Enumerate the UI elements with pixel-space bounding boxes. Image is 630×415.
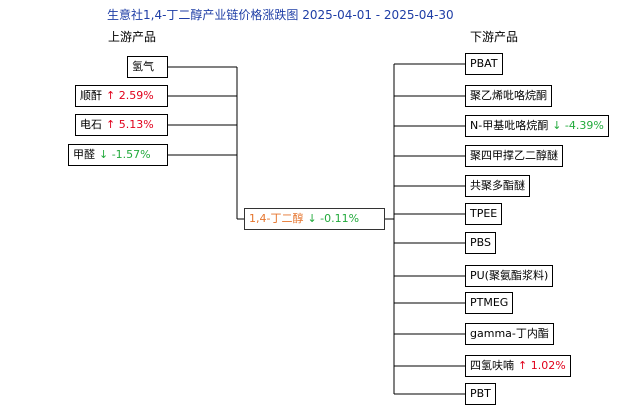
node-name: PU(聚氨酯浆料) [470,269,549,282]
node-name: 聚四甲撑乙二醇醚 [470,149,558,162]
node-name: 电石 [80,118,102,131]
downstream-node[interactable]: PBT [465,383,496,405]
node-name: 四氢呋喃 [470,359,514,372]
node-name: PBAT [470,57,498,70]
node-name: 聚乙烯吡咯烷酮 [470,89,547,102]
downstream-node[interactable]: PU(聚氨酯浆料) [465,265,554,287]
downstream-label: 下游产品 [470,30,519,44]
downstream-node[interactable]: 四氢呋喃 ↑ 1.02% [465,355,571,377]
node-name: PTMEG [470,296,509,309]
downstream-node[interactable]: 共聚多酯醚 [465,175,530,197]
node-name: 1,4-丁二醇 [249,212,304,225]
downstream-node[interactable]: N-甲基吡咯烷酮↓ -4.39% [465,115,609,137]
node-name: 甲醛 [73,148,95,161]
upstream-label: 上游产品 [108,30,157,44]
upstream-node[interactable]: 电石 ↑ 5.13% [75,114,168,136]
change-value: -0.11% [316,212,360,225]
change-value: -4.39% [561,119,604,132]
node-name: PBS [470,236,491,249]
node-name: 氢气 [132,60,154,73]
price-change: ↑ 5.13% [106,118,154,131]
node-name: 共聚多酯醚 [470,179,525,192]
node-name: 顺酐 [80,89,102,102]
downstream-node[interactable]: gamma-丁内酯 [465,323,554,345]
node-name: gamma-丁内酯 [470,327,549,340]
price-change: ↓ -0.11% [307,212,359,225]
arrow-up-icon: ↑ [106,89,116,102]
node-name: N-甲基吡咯烷酮 [470,119,549,132]
downstream-node[interactable]: PBAT [465,53,503,75]
chart-title: 生意社1,4-丁二醇产业链价格涨跌图 2025-04-01 - 2025-04-… [107,8,454,22]
arrow-down-icon: ↓ [307,212,317,225]
change-value: 2.59% [115,89,154,102]
price-change: ↓ -1.57% [99,148,151,161]
upstream-node[interactable]: 顺酐 ↑ 2.59% [75,85,168,107]
center-node[interactable]: 1,4-丁二醇↓ -0.11% [244,208,385,230]
arrow-up-icon: ↑ [518,359,528,372]
downstream-node[interactable]: 聚四甲撑乙二醇醚 [465,145,563,167]
change-value: -1.57% [108,148,151,161]
arrow-up-icon: ↑ [106,118,116,131]
arrow-down-icon: ↓ [99,148,109,161]
arrow-down-icon: ↓ [552,119,562,132]
downstream-node[interactable]: TPEE [465,203,503,225]
node-name: PBT [470,387,491,400]
downstream-node[interactable]: PBS [465,232,496,254]
change-value: 5.13% [115,118,154,131]
price-change: ↑ 2.59% [106,89,154,102]
upstream-node[interactable]: 甲醛 ↓ -1.57% [68,144,168,166]
price-change: ↑ 1.02% [518,359,566,372]
price-change: ↓ -4.39% [552,119,604,132]
upstream-node[interactable]: 氢气 [127,56,168,78]
node-name: TPEE [470,207,498,220]
downstream-node[interactable]: PTMEG [465,292,514,314]
change-value: 1.02% [527,359,566,372]
downstream-node[interactable]: 聚乙烯吡咯烷酮 [465,85,552,107]
